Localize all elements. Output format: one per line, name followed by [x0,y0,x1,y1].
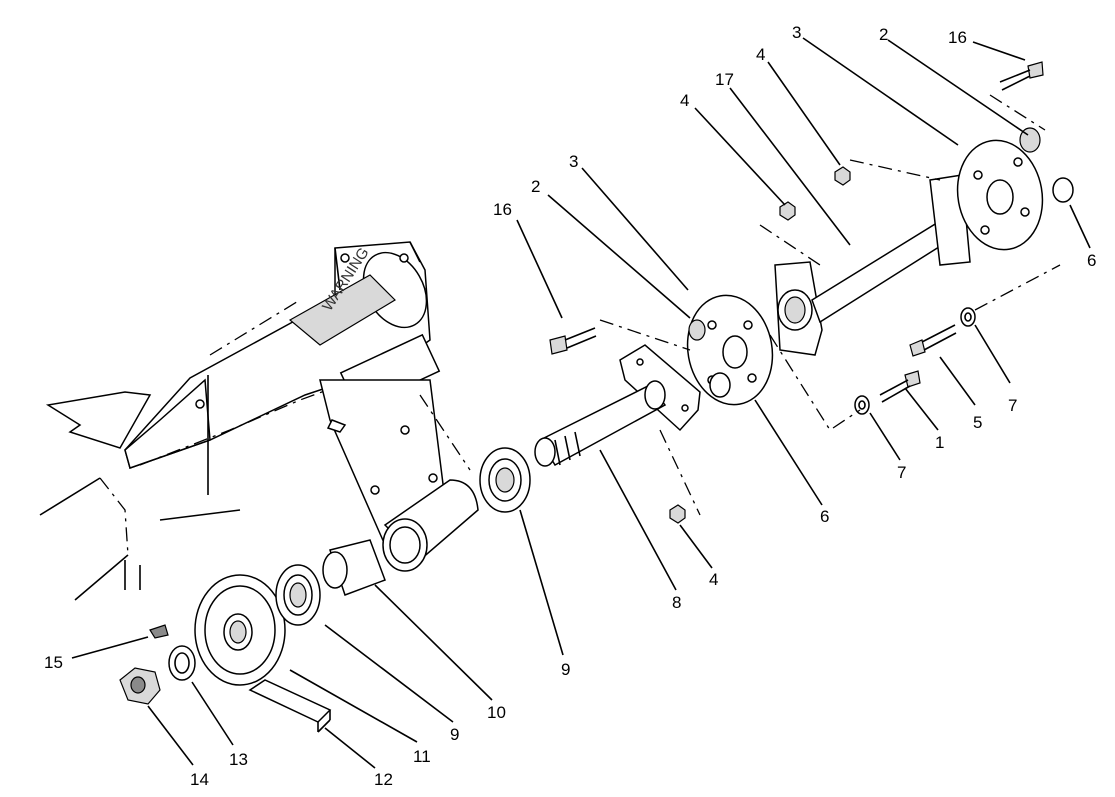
callout-13: 13 [229,750,248,769]
callout-16: 16 [948,28,967,47]
callout-5: 5 [973,413,982,432]
bearing-upper [479,447,531,513]
coupling-disc-left [686,294,774,406]
callout-12: 12 [374,770,393,789]
nut-4-a [779,201,796,221]
callout-1: 1 [935,433,944,452]
callout-17: 17 [715,70,734,89]
bolt-16-right [999,61,1044,91]
callout-6: 6 [820,507,829,526]
key-15 [149,624,169,639]
key-bar [248,679,332,733]
leader-lines [71,37,1091,769]
bolt-1 [879,370,921,403]
washer-7-b [854,395,870,415]
callout-7: 7 [1008,396,1017,415]
nut-4-c [669,504,686,524]
callout-16: 16 [493,200,512,219]
callout-8: 8 [672,593,681,612]
callout-4: 4 [709,570,718,589]
bolt-5 [909,324,957,357]
assembly-lines [419,94,1061,516]
coupling-disc-right [956,127,1074,251]
callout-10: 10 [487,703,506,722]
frame-lower [39,477,241,601]
callout-3: 3 [792,23,801,42]
callout-3: 3 [569,152,578,171]
nut-14 [119,667,161,705]
callout-7: 7 [897,463,906,482]
callout-2: 2 [879,25,888,44]
shaft-8 [534,344,701,467]
callout-11: 11 [413,747,431,766]
callout-2: 2 [531,177,540,196]
callout-4: 4 [756,45,765,64]
nut-4-b [834,166,851,186]
callouts: 16 2 3 4 17 4 3 2 16 6 7 5 1 7 6 4 8 9 1… [44,23,1096,789]
bearing-lower [275,564,321,626]
callout-14: 14 [190,770,209,789]
callout-4: 4 [680,91,689,110]
frame-housing: WARNING [45,241,431,495]
callout-9: 9 [450,725,459,744]
washer-13 [168,645,196,681]
callout-15: 15 [44,653,63,672]
tube-17 [774,174,971,356]
callout-6: 6 [1087,251,1096,270]
spacer-tube [322,539,386,596]
washer-7-a [960,307,976,327]
bolt-16-left [549,327,597,355]
pulley [194,574,286,686]
idler-tube [382,479,479,572]
callout-9: 9 [561,660,570,679]
